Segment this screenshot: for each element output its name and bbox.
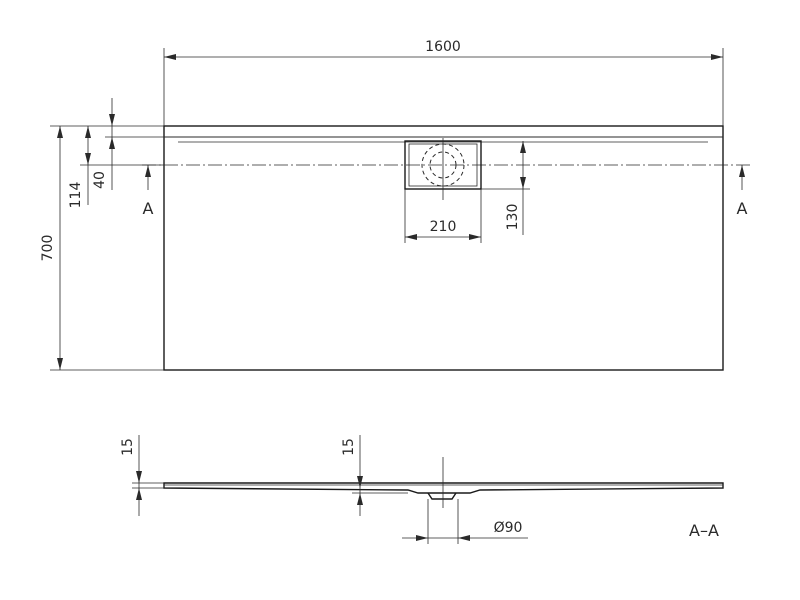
section-view: 15 15 Ø90 A–A [120, 435, 724, 544]
dim-114-label: 114 [68, 182, 84, 209]
drain-outlet-section [427, 492, 457, 500]
section-title: A–A [689, 521, 719, 540]
dim-center-thickness-label: 15 [341, 438, 357, 456]
dim-drain-width-label: 210 [430, 219, 457, 235]
dim-length-label: 1600 [425, 39, 461, 55]
drain-inner-circle [429, 151, 457, 179]
section-mark-left: A [143, 199, 154, 218]
shower-tray-outline [163, 125, 724, 371]
plan-view: 1600 700 114 40 A A 210 [40, 39, 750, 371]
tray-section-profile [163, 482, 724, 494]
dim-edge-thickness-label: 15 [120, 438, 136, 456]
dim-drain-depth-label: 130 [505, 204, 521, 231]
dim-drain-diameter-label: Ø90 [494, 520, 523, 536]
section-mark-right: A [737, 199, 748, 218]
dim-40-label: 40 [92, 171, 108, 189]
dim-width-label: 700 [40, 235, 56, 262]
